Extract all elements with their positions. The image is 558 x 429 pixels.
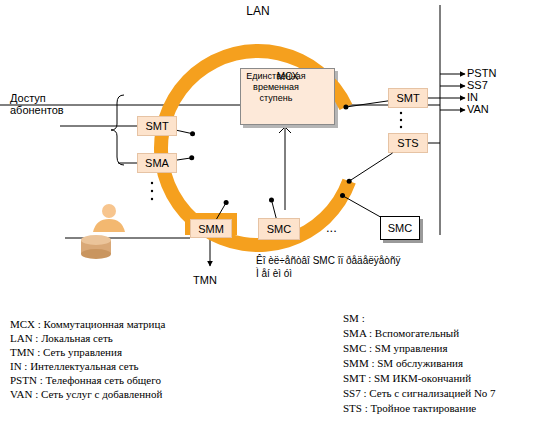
junction-dot bbox=[340, 193, 345, 198]
tmn-arrow bbox=[210, 238, 211, 266]
connector-line bbox=[343, 196, 380, 217]
lan-ring-band bbox=[154, 44, 356, 252]
lan-connector bbox=[217, 200, 229, 219]
ring-label: LAN bbox=[148, 4, 368, 18]
annotation-label: SS7 bbox=[467, 79, 488, 91]
node-label: SMM bbox=[198, 223, 224, 235]
lan-connector bbox=[269, 197, 276, 218]
annotation-label: Доступ абонентов bbox=[10, 92, 82, 116]
network-arrow bbox=[440, 110, 465, 111]
legend-text: STS : Тройное тактирование bbox=[343, 402, 476, 414]
junction-dot bbox=[190, 131, 195, 136]
legend-text: LAN : Локальная сеть bbox=[10, 332, 113, 344]
junction-dot bbox=[343, 105, 348, 110]
connector-line bbox=[217, 203, 227, 219]
junction-dot bbox=[269, 197, 274, 202]
legend-text: MCX : Коммутационная матрица bbox=[10, 318, 165, 330]
module-box: SMM bbox=[190, 219, 232, 238]
dot bbox=[151, 198, 153, 200]
node-label: Единственная временная ступень bbox=[241, 71, 311, 104]
dot bbox=[151, 182, 153, 184]
module-box: SMC bbox=[380, 216, 420, 240]
node-label: SMC bbox=[267, 223, 291, 235]
network-arrow bbox=[440, 98, 465, 99]
annotation-label: PSTN bbox=[467, 67, 496, 79]
legend-text: VAN : Сеть услуг с добавленной bbox=[10, 388, 162, 400]
legend-text: SMA : Вспомогательный bbox=[343, 327, 459, 339]
network-arrow bbox=[440, 74, 465, 75]
dot bbox=[400, 126, 402, 128]
node-label: SMC bbox=[388, 222, 412, 234]
junction-dot bbox=[224, 200, 229, 205]
legend-text: SM : bbox=[343, 312, 365, 324]
disk-top bbox=[81, 235, 111, 245]
module-box: SMT bbox=[137, 116, 177, 136]
legend-text: SMC : SM управления bbox=[343, 342, 447, 354]
trunk-wire bbox=[428, 98, 440, 99]
lan-connector bbox=[177, 130, 195, 136]
annotation-label: TMN bbox=[193, 274, 217, 286]
module-box: SMA bbox=[137, 153, 177, 173]
lan-connector bbox=[343, 101, 388, 110]
trunk-wire bbox=[428, 143, 440, 144]
legend-text: SS7 : Сеть с сигнализацией No 7 bbox=[343, 387, 496, 399]
legend-text: PSTN : Телефонная сеть общего bbox=[10, 374, 161, 386]
annotation-label: IN bbox=[467, 91, 478, 103]
module-box: STS bbox=[388, 133, 428, 153]
connector-line bbox=[177, 130, 193, 133]
legend-text: SMT : SM ИКМ-окончаний bbox=[343, 372, 471, 384]
matrix-wire bbox=[285, 120, 286, 210]
annotation-label: ... bbox=[326, 220, 337, 235]
trunk-bus-line bbox=[440, 5, 441, 235]
legend-text: SMM : SM обслуживания bbox=[343, 357, 463, 369]
access-line bbox=[60, 126, 137, 127]
module-box: SMT bbox=[388, 88, 428, 108]
legend-text: IN : Интеллектуальная сеть bbox=[10, 360, 139, 372]
person-head bbox=[102, 204, 116, 218]
lan-connector bbox=[347, 153, 393, 184]
connector-line bbox=[349, 153, 392, 181]
wires bbox=[0, 5, 465, 266]
operator-illustration bbox=[81, 204, 125, 259]
node-label: SMT bbox=[145, 120, 168, 132]
legend-text: TMN : Сеть управления bbox=[10, 346, 122, 358]
access-line bbox=[0, 105, 440, 106]
lan-connector bbox=[340, 193, 380, 217]
person-body bbox=[93, 219, 125, 232]
lan-connector bbox=[177, 155, 194, 160]
access-line bbox=[118, 163, 137, 164]
dot bbox=[400, 112, 402, 114]
node-label: SMT bbox=[396, 92, 419, 104]
node-label: STS bbox=[397, 137, 418, 149]
network-arrow bbox=[440, 86, 465, 87]
disk-bottom bbox=[81, 249, 111, 259]
module-box: SMC bbox=[258, 218, 300, 240]
dot bbox=[400, 119, 402, 121]
annotation-label: Êî èë÷åñòâî SMC îï ðåäåëÿåòñÿ bbox=[256, 255, 400, 266]
connector-line bbox=[346, 101, 388, 107]
annotation-label: VAN bbox=[467, 103, 489, 115]
annotation-label: Ì åí èì óì bbox=[256, 268, 292, 279]
bracket bbox=[111, 95, 124, 165]
connector-line bbox=[177, 158, 192, 160]
connector-line bbox=[271, 200, 276, 218]
dot bbox=[151, 190, 153, 192]
switch-matrix-box: МСХЕдинственная временная ступень bbox=[240, 68, 335, 125]
junction-dot bbox=[189, 155, 194, 160]
junction-dot bbox=[347, 179, 352, 184]
node-label: SMA bbox=[145, 157, 169, 169]
